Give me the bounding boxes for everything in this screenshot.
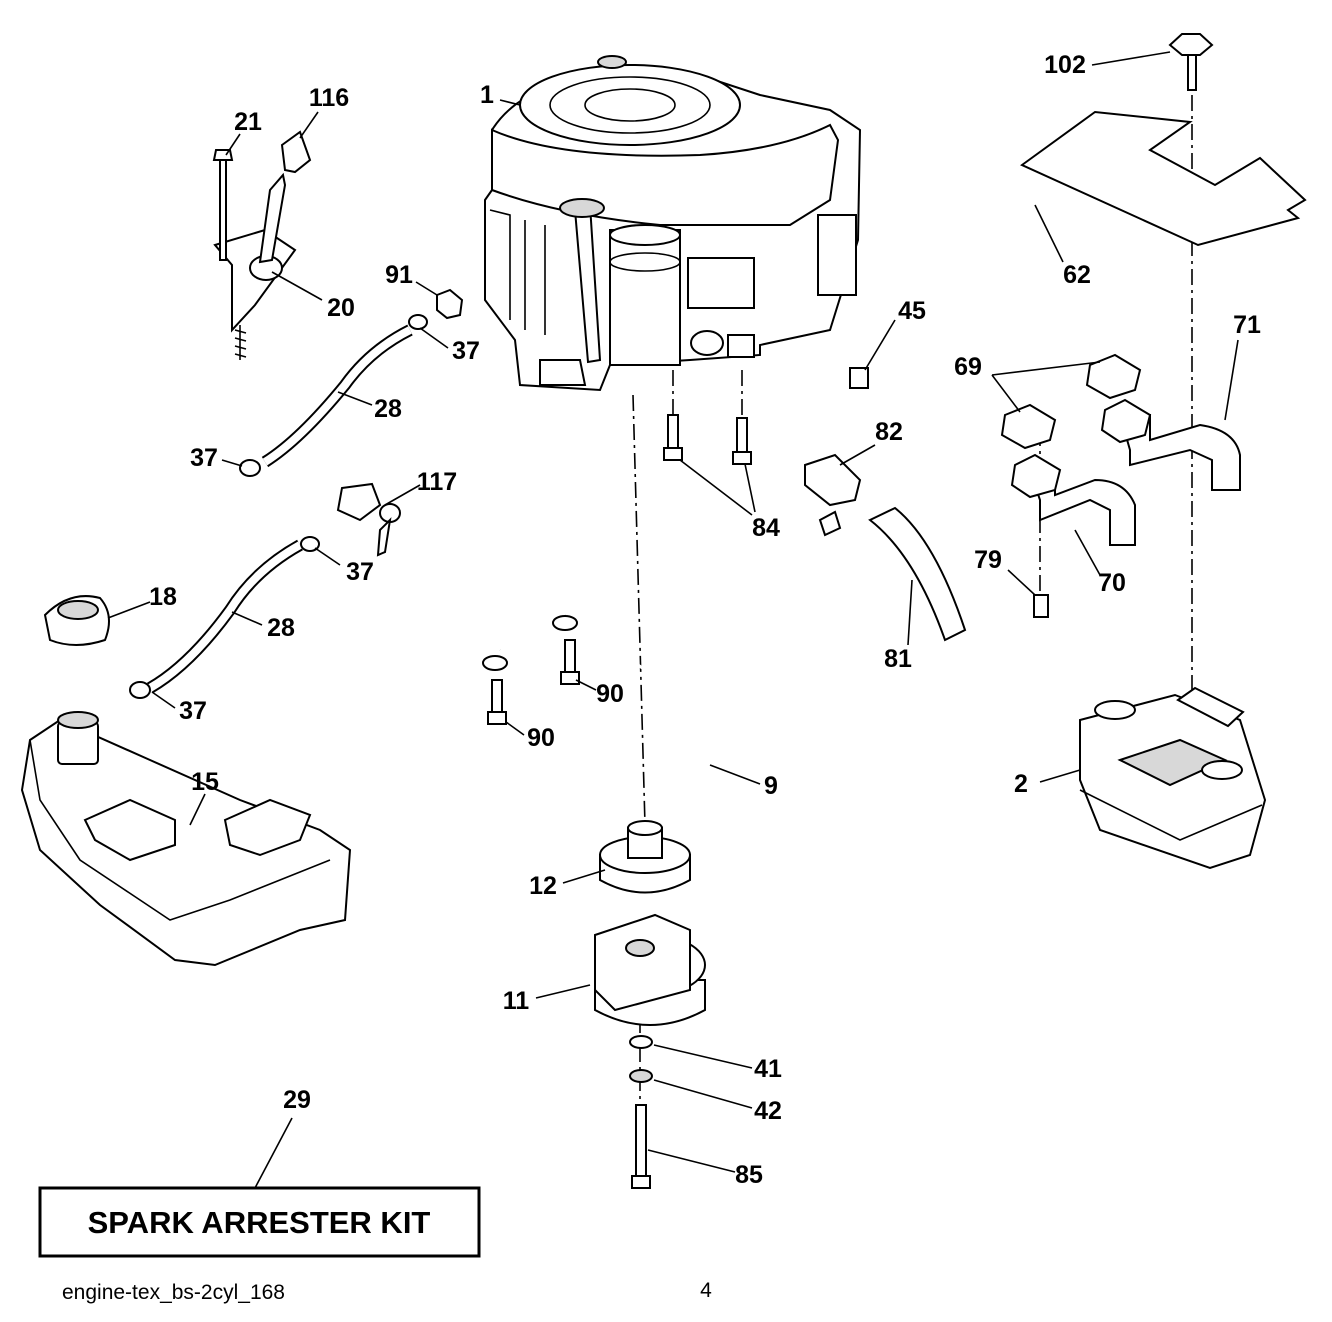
callout-62: 62 [1063,261,1091,289]
clutch-part[interactable] [594,913,706,1026]
callout-28: 28 [267,614,295,642]
callout-37: 37 [346,558,374,586]
callout-28: 28 [374,395,402,423]
spark-arrester-kit-label: SPARK ARRESTER KIT [88,1205,431,1240]
callout-15: 15 [191,768,219,796]
exhaust-parts[interactable] [804,353,1241,642]
callout-37: 37 [452,337,480,365]
callout-102: 102 [1044,51,1086,79]
callout-70: 70 [1098,569,1126,597]
page-number: 4 [700,1279,712,1302]
callout-90: 90 [596,680,624,708]
callout-91: 91 [385,261,413,289]
bolt-parts[interactable] [487,33,1214,1189]
callout-85: 85 [735,1161,763,1189]
callout-37: 37 [179,697,207,725]
callout-71: 71 [1233,311,1261,339]
bracket-part[interactable] [482,613,737,792]
callout-82: 82 [875,418,903,446]
callout-21: 21 [234,108,262,136]
callout-79: 79 [974,546,1002,574]
heat-shield-part[interactable] [1020,110,1307,247]
spark-arrester-kit-box[interactable]: SPARK ARRESTER KIT [38,1186,481,1258]
callout-29: 29 [283,1086,311,1114]
callout-18: 18 [149,583,177,611]
pulley-part[interactable] [599,820,691,894]
callout-12: 12 [529,872,557,900]
callout-2: 2 [1014,770,1028,798]
callout-11: 11 [503,987,530,1015]
callout-42: 42 [754,1097,782,1125]
callout-1: 1 [480,81,494,109]
callout-117: 117 [417,468,457,496]
callout-41: 41 [754,1055,782,1083]
callout-81: 81 [884,645,912,673]
engine-part[interactable] [484,55,862,392]
fuel-tank-part[interactable] [20,711,352,967]
fuel-line-parts[interactable] [43,288,464,699]
callout-37: 37 [190,444,218,472]
throttle-control-part[interactable] [212,130,312,360]
callout-20: 20 [327,294,355,322]
callout-45: 45 [898,297,926,325]
callout-90: 90 [527,724,555,752]
callout-69: 69 [954,353,982,381]
callout-labels: 1 102 21 116 20 91 37 28 37 45 62 71 69 82 84 117 37 70 79… [149,51,1261,1189]
callout-116: 116 [309,84,349,112]
callout-84: 84 [752,514,780,542]
drawing-id: engine-tex_bs-2cyl_168 [62,1281,285,1304]
muffler-part[interactable] [1079,686,1267,870]
leader-lines [107,51,1239,1189]
callout-9: 9 [764,772,778,800]
